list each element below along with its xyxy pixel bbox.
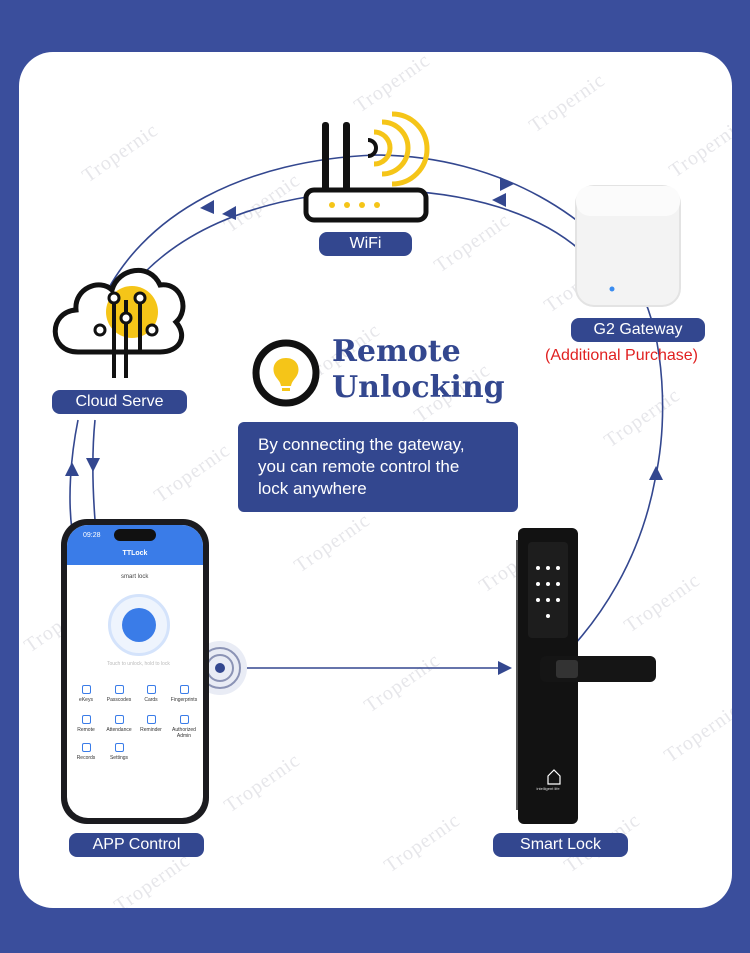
lightbulb-icon <box>256 343 316 403</box>
phone-screen: 09:28 TTLock smart lock Touch to unlock,… <box>67 525 203 818</box>
menu-label: Reminder <box>140 727 162 733</box>
gateway-note: (Additional Purchase) <box>545 347 698 365</box>
menu-label: Fingerprints <box>171 697 197 703</box>
description-box: By connecting the gateway, you can remot… <box>238 422 518 512</box>
padlock-icon <box>122 608 156 642</box>
description-line: By connecting the gateway, <box>258 434 518 456</box>
menu-ekeys[interactable]: eKeys <box>69 685 103 703</box>
description-line: you can remote control the <box>258 456 518 478</box>
app-title: TTLock <box>67 550 203 557</box>
app-label: APP Control <box>69 833 204 857</box>
unlock-status: Touch to unlock, hold to lock <box>107 661 170 667</box>
router-icon <box>306 114 427 220</box>
smart-lock-icon <box>516 528 656 824</box>
menu-fingerprints[interactable]: Fingerprints <box>167 685 201 703</box>
cloud-network-icon <box>55 270 183 378</box>
gateway-label: G2 Gateway <box>571 318 705 342</box>
description-line: lock anywhere <box>258 478 518 500</box>
menu-label: Passcodes <box>107 697 131 703</box>
arrowhead <box>498 661 512 675</box>
title-line1: Remote <box>332 334 461 369</box>
dynamic-island <box>114 529 156 541</box>
arrowhead <box>86 458 100 472</box>
menu-label: Settings <box>110 755 128 761</box>
lock-brand: intelligent life <box>532 786 564 791</box>
menu-label: Cards <box>144 697 157 703</box>
menu-authorized-admin[interactable]: Authorized Admin <box>167 715 201 739</box>
menu-records[interactable]: Records <box>69 743 103 761</box>
lock-label: Smart Lock <box>493 833 628 857</box>
arrowhead <box>200 200 214 214</box>
menu-label: Authorized Admin <box>172 727 196 739</box>
phone-time: 09:28 <box>83 532 101 539</box>
menu-label: eKeys <box>79 697 93 703</box>
menu-remote[interactable]: Remote <box>69 715 103 733</box>
menu-passcodes[interactable]: Passcodes <box>102 685 136 703</box>
arrowhead <box>65 462 79 476</box>
gateway-device-icon <box>576 186 680 306</box>
menu-reminder[interactable]: Reminder <box>134 715 168 733</box>
menu-settings[interactable]: Settings <box>102 743 136 761</box>
title-line2: Unlocking <box>332 370 505 405</box>
menu-label: Attendance <box>106 727 131 733</box>
menu-attendance[interactable]: Attendance <box>102 715 136 733</box>
phone: 09:28 TTLock smart lock Touch to unlock,… <box>61 519 209 824</box>
wifi-label: WiFi <box>319 232 412 256</box>
arrowhead <box>500 177 514 191</box>
menu-cards[interactable]: Cards <box>134 685 168 703</box>
menu-label: Records <box>77 755 96 761</box>
unlock-button[interactable] <box>108 594 170 656</box>
cloud-label: Cloud Serve <box>52 390 187 414</box>
menu-label: Remote <box>77 727 95 733</box>
arrowhead <box>649 466 663 480</box>
lock-name: smart lock <box>121 574 148 580</box>
